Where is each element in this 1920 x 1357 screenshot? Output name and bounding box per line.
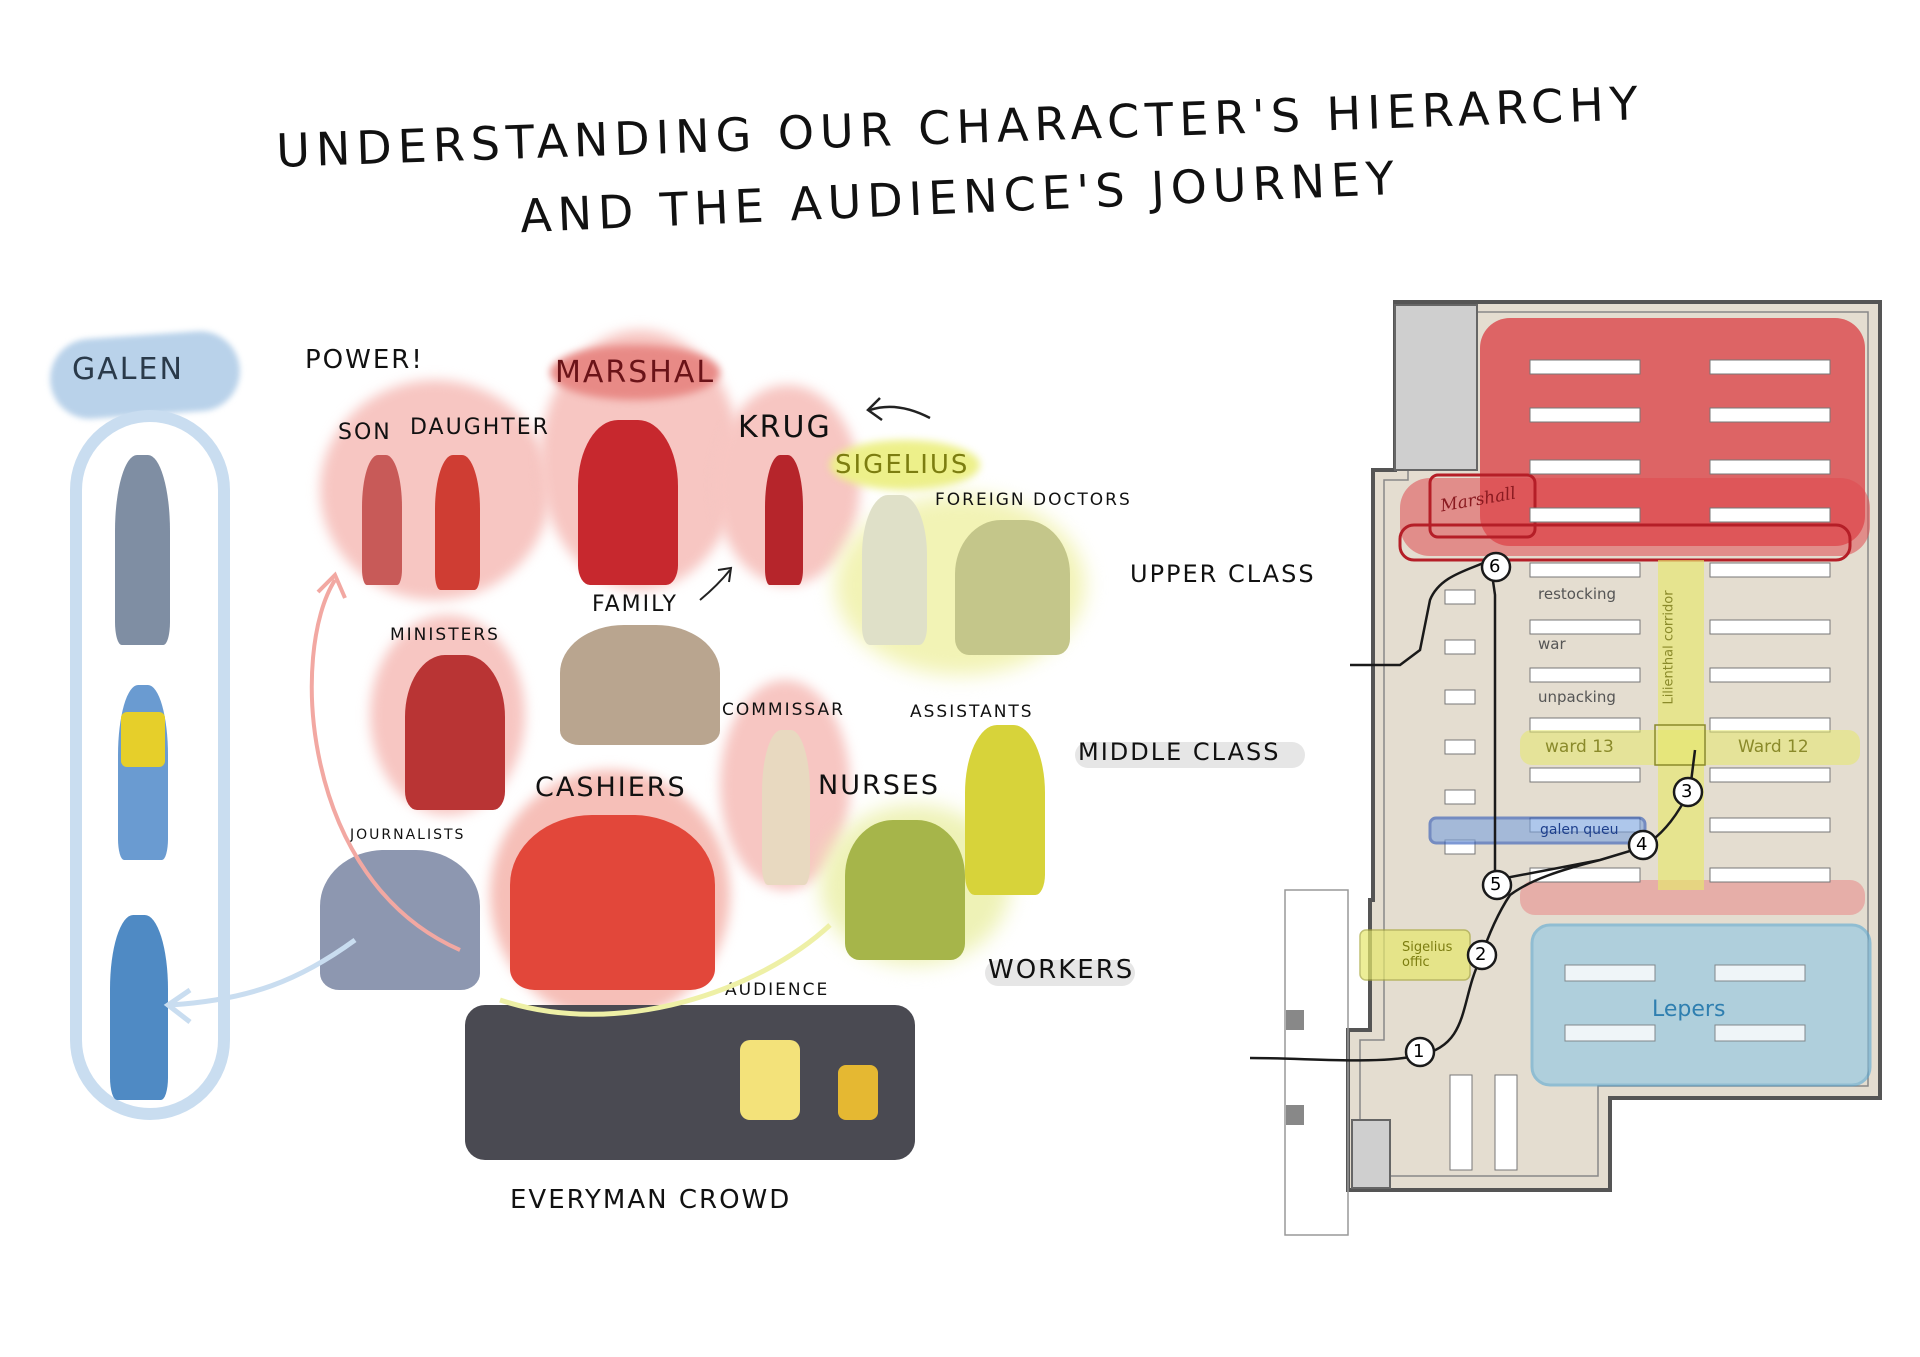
annex-outline [1284,889,1349,1236]
journalists-to-galen-arrow [169,937,357,1008]
krug-arrow [869,405,931,420]
family-arrow [699,569,731,601]
commissar-label: COMMISSAR [722,700,845,720]
lilienthal-corridor-label: Lilienthal corridor [1661,590,1677,705]
daughter-label: DAUGHTER [410,415,550,440]
step-3-label: 3 [1681,781,1693,802]
krug-figure [765,455,803,585]
power-label: POWER! [305,345,424,375]
sigelius-label: SIGELIUS [835,450,970,480]
assistants-figures [965,725,1045,895]
unpacking-label: unpacking [1538,688,1616,706]
galen-label: GALEN [72,352,184,387]
journey-step-markers [1404,551,1704,1068]
annex-block-1 [1286,1010,1304,1030]
lepers-label: Lepers [1652,997,1726,1022]
ministers-figures [405,655,505,810]
annex-block-2 [1286,1105,1304,1125]
middle-class-highlight [1075,742,1305,768]
assistants-label: ASSISTANTS [910,702,1034,722]
middle-class-label: MIDDLE CLASS [1078,738,1281,766]
galen-figure-patterned [115,455,170,645]
journalists-label: JOURNALISTS [350,827,466,843]
step-4-label: 4 [1636,834,1648,855]
daughter-figure [435,455,480,590]
nurses-figures [845,820,965,960]
sigelius-office-label: Sigelius offic [1402,940,1453,970]
audience-crowd-accent [740,1040,800,1120]
audience-crowd-accent-2 [838,1065,878,1120]
step-2-label: 2 [1475,944,1487,965]
cashiers-label: CASHIERS [535,772,687,803]
krug-arrow-head [866,397,883,422]
stair-block-bottom [1351,1119,1391,1189]
restocking-label: restocking [1538,585,1617,603]
workers-yellow-arrow [499,923,832,1017]
son-label: SON [338,420,392,445]
step-6-label: 6 [1489,556,1501,577]
ward-13-label: ward 13 [1545,737,1614,757]
family-arrow-head [717,566,733,583]
commissar-figure [762,730,810,885]
war-label: war [1538,635,1566,653]
galen-figure-vest-detail [121,712,165,767]
marshal-label-highlight [550,345,720,400]
upper-class-label: UPPER CLASS [1130,560,1316,588]
nurses-label: NURSES [818,770,941,801]
ministers-label: MINISTERS [390,625,500,645]
step-1-label: 1 [1413,1041,1425,1062]
family-label: FAMILY [592,592,678,617]
son-figure [362,455,402,585]
step-5-label: 5 [1490,874,1502,895]
sigelius-figure [862,495,927,645]
stair-block-top [1394,304,1478,471]
everyman-crowd-label: EVERYMAN CROWD [510,1185,792,1215]
journalists-figures [320,850,480,990]
journalists-to-galen-arrow-head [163,987,192,1024]
lepers-beds [1564,964,1806,1042]
galen-figure-scrubs [110,915,168,1100]
bed-rows [1444,359,1831,1171]
foreign-doctors-figures [955,520,1070,655]
foreign-doctors-label: FOREIGN DOCTORS [935,490,1132,510]
power-arc-arrow-head [316,571,347,599]
marshall-red-outline [1398,523,1852,562]
marshal-figure [578,420,678,585]
family-figures [560,625,720,745]
krug-label: KRUG [738,410,832,445]
sigelius-highlight [830,440,980,490]
ward-band [1520,730,1860,765]
marshall-office-box [1428,473,1537,539]
audience-label: AUDIENCE [725,980,830,1000]
corridor-box [1654,724,1706,766]
marshal-label: MARSHAL [555,355,716,390]
power-arc-arrow [309,578,461,952]
ward-12-label: Ward 12 [1738,737,1809,757]
cashiers-figures [510,815,715,990]
workers-highlight [985,960,1135,986]
galen-queue-label: galen queu [1540,822,1619,838]
workers-label: WORKERS [988,955,1135,985]
ward-red-band [1520,880,1865,915]
